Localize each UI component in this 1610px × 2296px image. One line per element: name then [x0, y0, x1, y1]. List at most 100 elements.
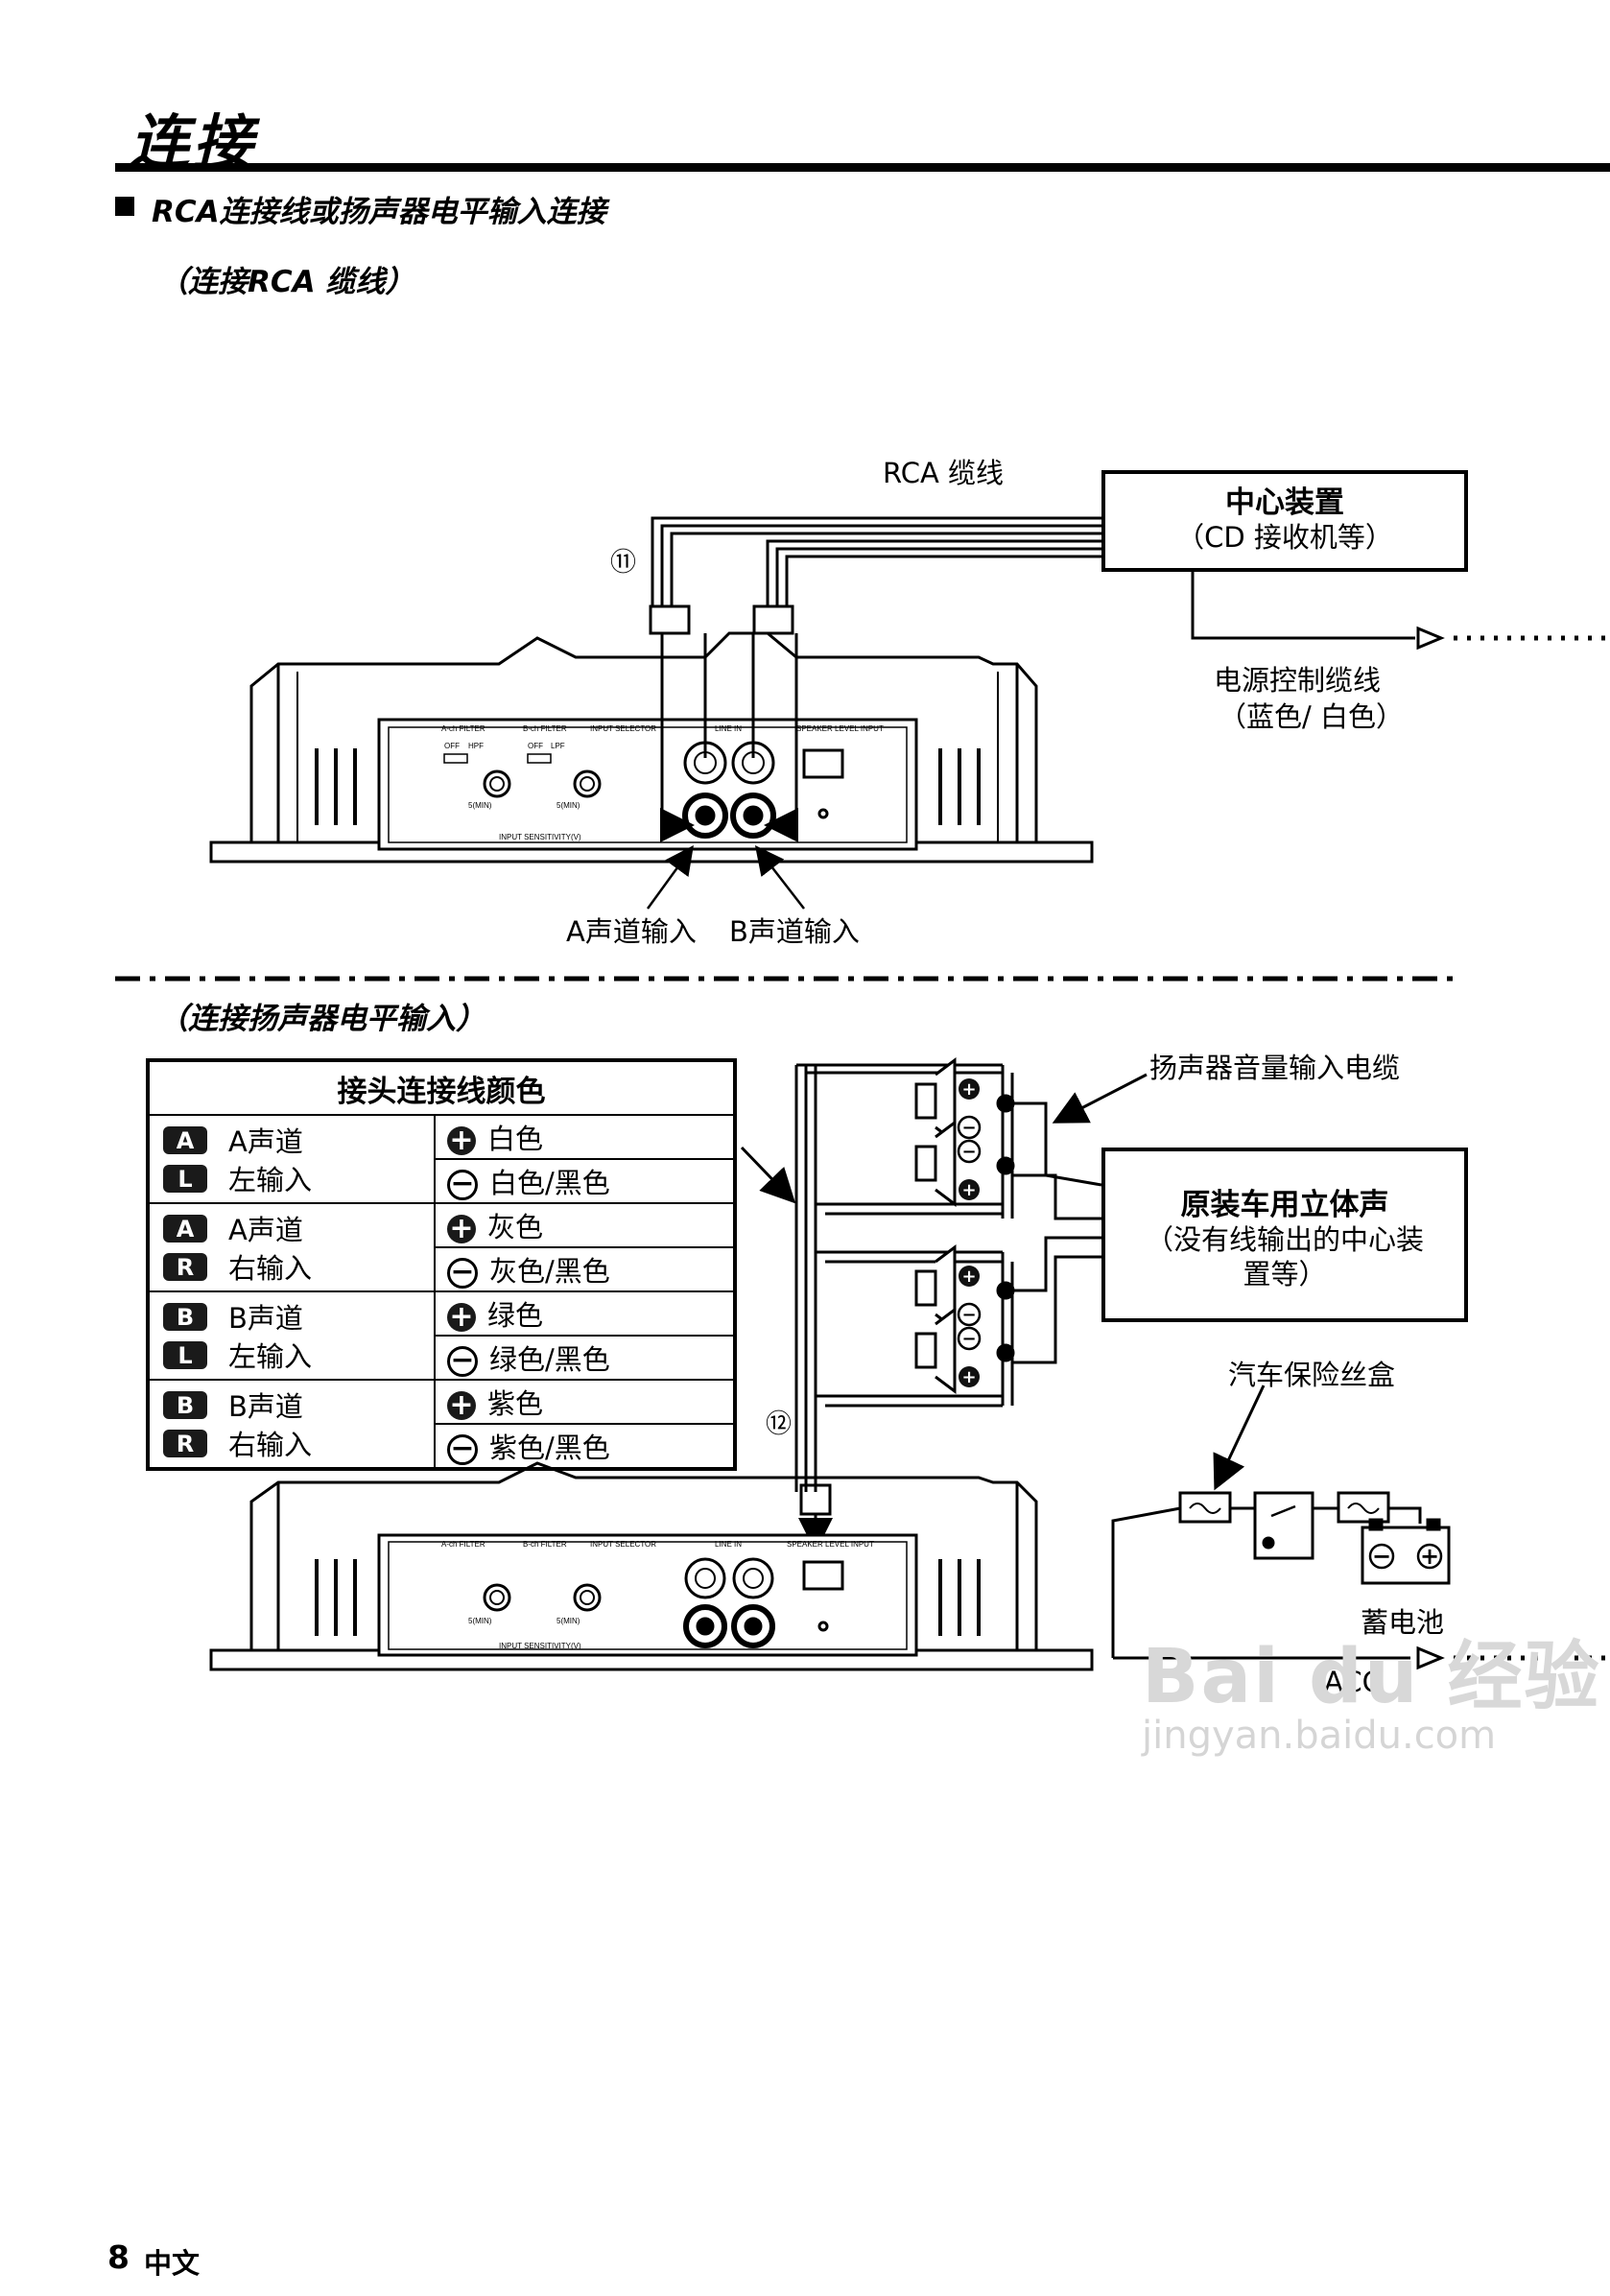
head-unit-box: 中心装置 （CD 接收机等）: [1101, 470, 1468, 572]
channel-cell: B B声道 L 左输入: [147, 1290, 436, 1381]
svg-text:−: −: [961, 1118, 976, 1138]
svg-text:SPEAKER LEVEL INPUT: SPEAKER LEVEL INPUT: [796, 724, 884, 733]
plus-color: 白色: [487, 1123, 544, 1155]
svg-text:−: −: [961, 1142, 976, 1162]
svg-text:5(MIN): 5(MIN): [556, 1617, 580, 1625]
acc-label: ACC: [1324, 1666, 1382, 1698]
rca-cables: [649, 516, 1101, 842]
speaker-cable-label: 扬声器音量输入电缆: [1149, 1052, 1401, 1084]
svg-text:+: +: [1420, 1543, 1439, 1570]
oem-stereo-line2: （没有线输出的中心装: [1145, 1223, 1424, 1256]
svg-text:5(MIN): 5(MIN): [468, 801, 492, 810]
side-badge: R: [163, 1252, 207, 1281]
rca-cable-label: RCA 缆线: [883, 457, 1005, 489]
svg-text:HPF: HPF: [468, 742, 484, 750]
page-language: 中文: [144, 2247, 201, 2280]
callout-12: ⑫: [766, 1409, 792, 1439]
minus-color: 紫色/黑色: [489, 1432, 610, 1464]
plus-icon: +: [447, 1215, 476, 1243]
svg-text:5(MIN): 5(MIN): [556, 801, 580, 810]
side-badge: R: [163, 1429, 207, 1457]
svg-text:−: −: [961, 1305, 976, 1325]
rca-callout-arrows: [646, 844, 805, 910]
watermark-logo: Bai du 经验: [1142, 1634, 1601, 1720]
oem-stereo-box: 原装车用立体声 （没有线输出的中心装 置等）: [1101, 1148, 1468, 1322]
battery-terminals: − +: [1368, 1543, 1443, 1570]
minus-cell: −白色/黑色: [434, 1158, 736, 1204]
watermark-url: jingyan.baidu.com: [1142, 1714, 1497, 1758]
channel-label: A声道: [228, 1125, 303, 1158]
svg-text:SPEAKER LEVEL INPUT: SPEAKER LEVEL INPUT: [787, 1540, 874, 1549]
callout-11: ⑪: [610, 548, 636, 578]
subheading-rca: （连接RCA 缆线）: [158, 265, 415, 299]
battery-label: 蓄电池: [1361, 1606, 1445, 1639]
side-badge: L: [163, 1340, 207, 1369]
subheading-speaker: （连接扬声器电平输入）: [158, 1002, 485, 1036]
table-header: 接头连接线颜色: [147, 1059, 736, 1116]
channel-label: A声道: [228, 1214, 303, 1246]
amplifier-bottom: [209, 1461, 1094, 1671]
svg-text:+: +: [961, 1079, 976, 1100]
channel-label: B声道: [228, 1302, 303, 1335]
side-label: 左输入: [228, 1164, 313, 1196]
fuse-box-label: 汽车保险丝盒: [1228, 1359, 1396, 1391]
svg-text:B-ch FILTER: B-ch FILTER: [523, 1540, 567, 1549]
table-header-row: 接头连接线颜色: [147, 1059, 736, 1116]
oem-stereo-line3: 置等）: [1243, 1258, 1327, 1290]
plus-icon: +: [447, 1126, 476, 1155]
oem-stereo-title: 原装车用立体声: [1180, 1188, 1389, 1222]
minus-icon: −: [447, 1170, 478, 1200]
section-bullet-square: [115, 197, 134, 216]
plus-cell: + 灰色: [434, 1202, 736, 1248]
svg-text:+: +: [961, 1266, 976, 1287]
amp-top-panel-text: A-ch FILTER B-ch FILTER INPUT SELECTOR L…: [441, 724, 884, 841]
title-rule: [115, 163, 1610, 172]
svg-text:OFF: OFF: [444, 742, 460, 750]
section-heading: RCA连接线或扬声器电平输入连接: [152, 195, 606, 229]
svg-text:INPUT SENSITIVITY(V): INPUT SENSITIVITY(V): [499, 833, 581, 841]
table-row: −绿色/黑色: [148, 1335, 736, 1381]
plus-color: 绿色: [487, 1299, 544, 1332]
table-row: −灰色/黑色: [148, 1246, 736, 1292]
page-number: 8: [107, 2238, 130, 2276]
channel-badge: B: [163, 1302, 207, 1331]
plus-icon: +: [447, 1303, 476, 1332]
minus-color: 灰色/黑色: [489, 1255, 610, 1288]
svg-text:INPUT SELECTOR: INPUT SELECTOR: [590, 1540, 656, 1549]
minus-color: 绿色/黑色: [489, 1343, 610, 1376]
speaker-wiring: [740, 1063, 1148, 1552]
svg-text:INPUT SELECTOR: INPUT SELECTOR: [590, 724, 656, 733]
svg-text:+: +: [961, 1367, 976, 1387]
svg-text:+: +: [961, 1180, 976, 1200]
side-label: 左输入: [228, 1340, 313, 1373]
plus-cell: +紫色: [434, 1379, 736, 1425]
svg-text:−: −: [961, 1329, 976, 1349]
channel-badge: A: [163, 1125, 207, 1154]
svg-text:B-ch FILTER: B-ch FILTER: [523, 724, 567, 733]
head-unit-subtitle: （CD 接收机等）: [1176, 521, 1393, 554]
head-unit-title: 中心装置: [1225, 485, 1344, 520]
speakers: [914, 1057, 1015, 1394]
table-row: −白色/黑色: [148, 1158, 736, 1204]
minus-icon: −: [447, 1258, 478, 1289]
side-label: 右输入: [228, 1252, 313, 1285]
amp-bottom-panel-text: A-ch FILTER B-ch FILTER INPUT SELECTOR L…: [441, 1540, 874, 1650]
plus-cell: + 白色: [434, 1114, 736, 1160]
table-row: −紫色/黑色: [148, 1423, 736, 1470]
plus-color: 灰色: [487, 1211, 544, 1243]
amplifier-top: [209, 631, 1094, 864]
speaker-polarity-marks: + − − + + − − +: [957, 1078, 982, 1387]
svg-text:LINE IN: LINE IN: [715, 724, 742, 733]
b-channel-input-label: B声道输入: [729, 915, 860, 948]
svg-text:−: −: [1372, 1543, 1391, 1570]
table-row: B B声道 L 左输入 + 绿色: [147, 1290, 736, 1381]
svg-text:A-ch FILTER: A-ch FILTER: [441, 724, 485, 733]
